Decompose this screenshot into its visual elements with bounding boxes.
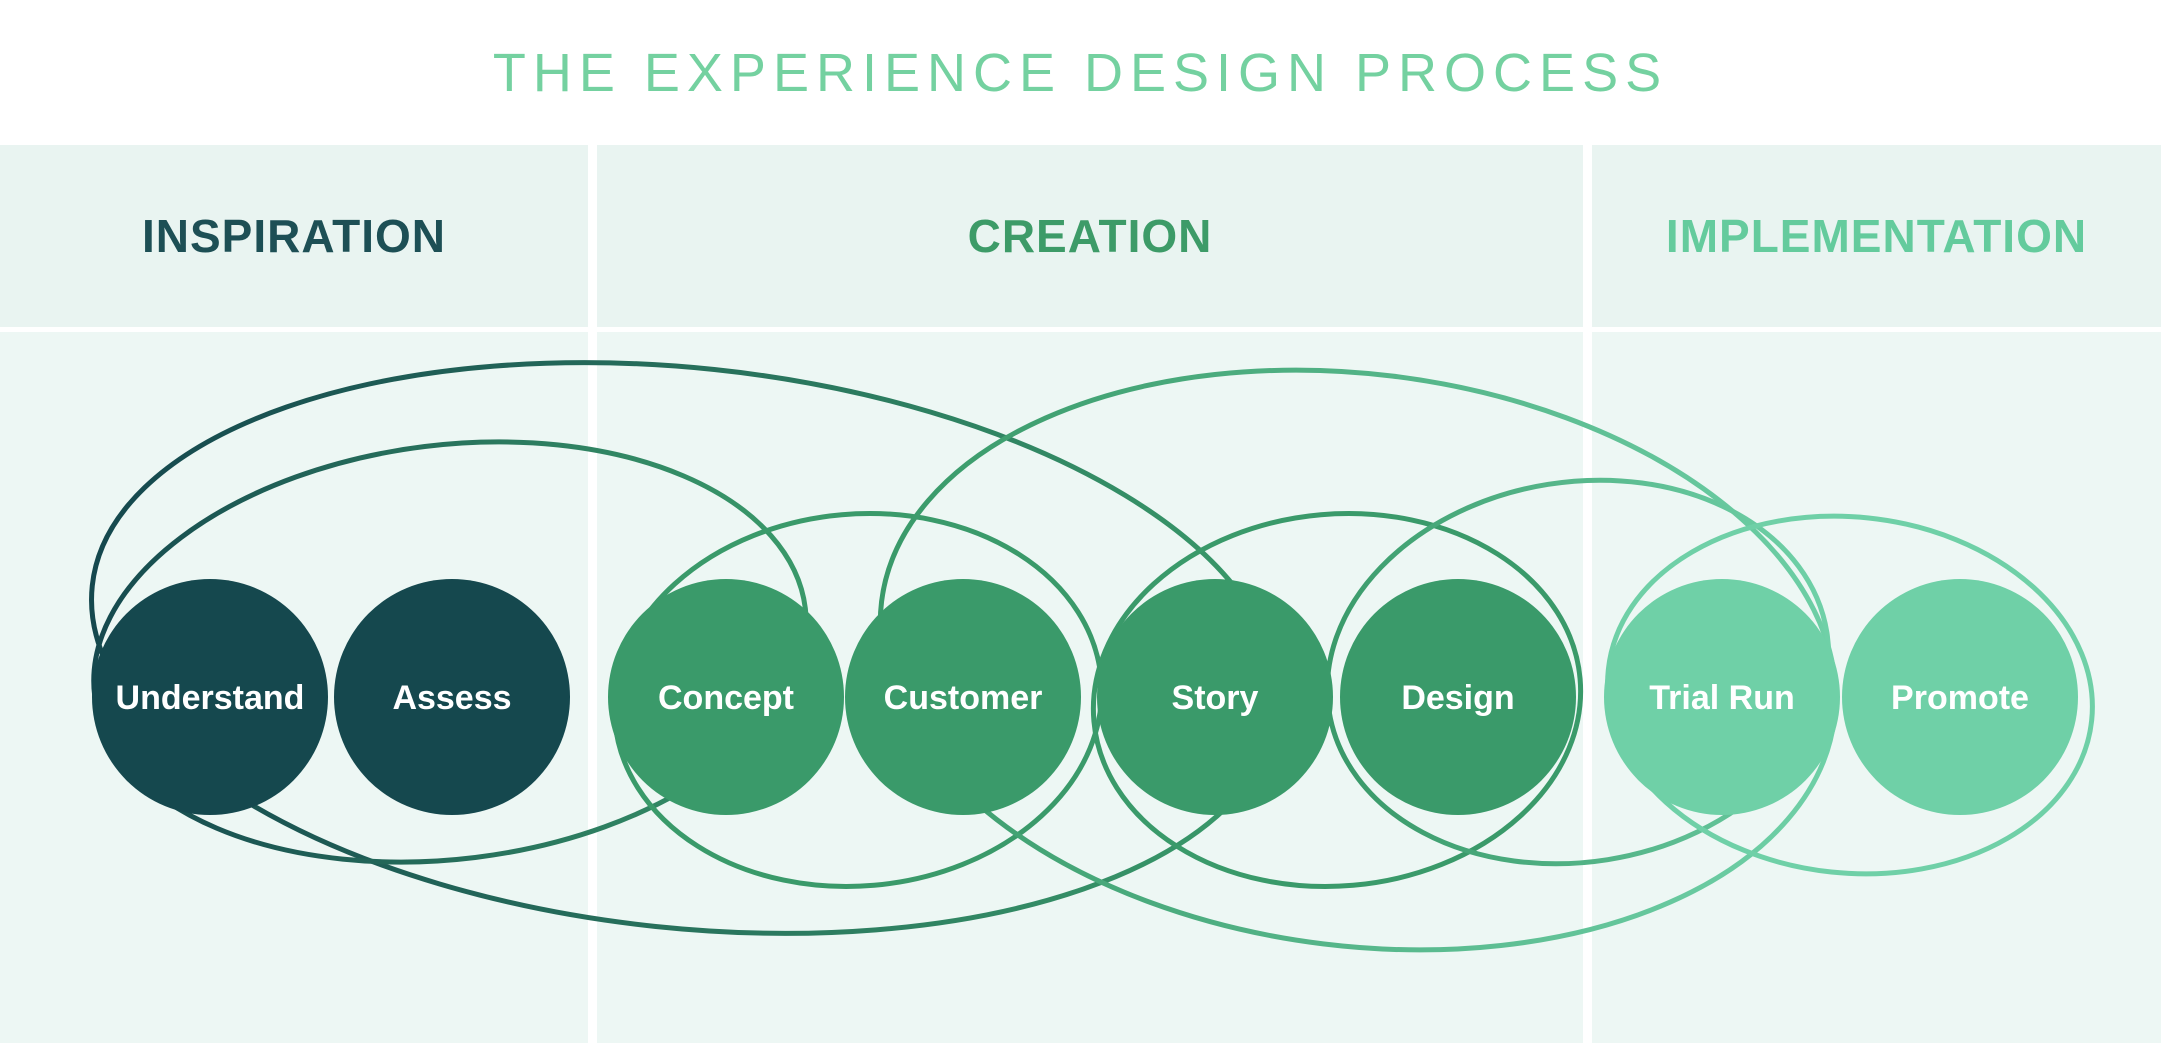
step-trial-run: Trial Run (1604, 579, 1840, 815)
step-concept: Concept (608, 579, 844, 815)
flow-arc-story-design (1090, 510, 1584, 890)
section-divider-inspiration-creation (588, 145, 597, 1043)
trial-run-circle (1604, 579, 1840, 815)
concept-label: Concept (658, 679, 794, 717)
title-band-background (0, 0, 2161, 145)
understand-circle (92, 579, 328, 815)
step-customer: Customer (845, 579, 1081, 815)
story-label: Story (1172, 679, 1259, 717)
design-circle (1340, 579, 1576, 815)
promote-circle (1842, 579, 2078, 815)
step-story: Story (1097, 579, 1333, 815)
customer-circle (845, 579, 1081, 815)
customer-label: Customer (884, 679, 1043, 717)
step-circles: Understand Assess Concept Customer Story Desi… (92, 579, 2078, 815)
design-label: Design (1401, 679, 1514, 717)
step-understand: Understand (92, 579, 328, 815)
understand-label: Understand (116, 679, 305, 717)
step-design: Design (1340, 579, 1576, 815)
promote-label: Promote (1891, 679, 2029, 717)
step-promote: Promote (1842, 579, 2078, 815)
concept-circle (608, 579, 844, 815)
story-circle (1097, 579, 1333, 815)
assess-circle (334, 579, 570, 815)
horizontal-separator-line (0, 327, 2161, 332)
step-assess: Assess (334, 579, 570, 815)
phase-label-band-background (0, 145, 2161, 327)
trial-run-label: Trial Run (1649, 679, 1794, 717)
assess-label: Assess (392, 679, 511, 717)
section-divider-creation-implementation (1583, 145, 1592, 1043)
